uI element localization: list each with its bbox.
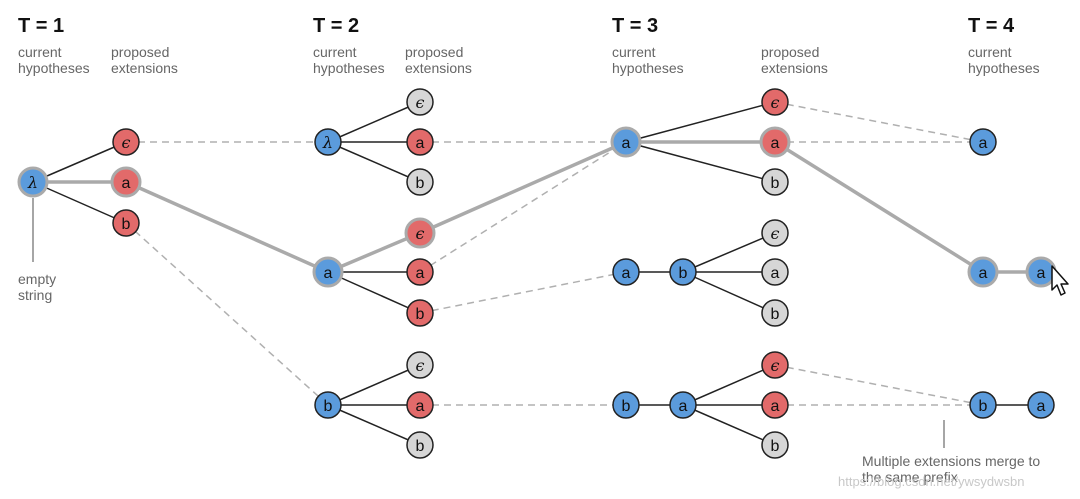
current-hypotheses-label-t1: current hypotheses: [18, 44, 90, 76]
node-symbol: ϵ: [122, 133, 131, 152]
node-t3-ext-epsilon: ϵ: [761, 219, 789, 247]
node-t1-ext-epsilon: ϵ: [112, 128, 140, 156]
node-t3-ext-b: b: [761, 168, 789, 196]
node-symbol: b: [771, 306, 780, 323]
proposed-extensions-label-t2: proposed extensions: [405, 44, 472, 76]
node-t4-hyp-a: a: [1025, 256, 1057, 288]
merge-edge: [774, 101, 984, 143]
step-title-t2: T = 2: [313, 15, 360, 37]
tree-edges: [32, 101, 1041, 446]
node-symbol: b: [416, 175, 425, 192]
node-t3-ext-a: a: [759, 126, 791, 158]
node-t3-ext-b: b: [761, 431, 789, 459]
node-t4-hyp-a: a: [1027, 391, 1055, 419]
node-t3-ext-a: a: [761, 391, 789, 419]
node-t3-hyp-b: b: [612, 391, 640, 419]
node-t3-ext-epsilon: ϵ: [761, 88, 789, 116]
node-t3-ext-epsilon: ϵ: [761, 351, 789, 379]
node-symbol: ϵ: [771, 224, 780, 243]
node-t3-ext-b: b: [761, 299, 789, 327]
node-symbol: a: [771, 398, 780, 415]
node-t3-hyp-a: a: [612, 258, 640, 286]
node-symbol: a: [416, 398, 425, 415]
node-t1-lambda: λ: [17, 166, 49, 198]
node-symbol: b: [324, 398, 333, 415]
merge-edge: [419, 141, 627, 273]
node-symbol: a: [416, 135, 425, 152]
node-t3-hyp-b: b: [669, 258, 697, 286]
node-t3-hyp-a: a: [610, 126, 642, 158]
node-t3-ext-a: a: [761, 258, 789, 286]
node-t2-ext-b: b: [406, 299, 434, 327]
node-symbol: b: [979, 398, 988, 415]
node-t1-ext-b: b: [112, 209, 140, 237]
step-title-t3: T = 3: [612, 15, 659, 37]
node-symbol: ϵ: [771, 93, 780, 112]
node-t4-hyp-b: b: [969, 391, 997, 419]
node-symbol: a: [979, 135, 988, 152]
node-symbol: a: [324, 265, 333, 282]
node-t2-hyp-lambda: λ: [314, 128, 342, 156]
node-symbol: b: [416, 306, 425, 323]
current-hypotheses-label-t4: current hypotheses: [968, 44, 1040, 76]
proposed-extensions-label-t3: proposed extensions: [761, 44, 828, 76]
node-symbol: a: [679, 398, 688, 415]
node-t2-ext-epsilon: ϵ: [404, 217, 436, 249]
node-t2-hyp-a: a: [312, 256, 344, 288]
merge-edge: [125, 222, 329, 406]
node-t1-ext-a: a: [110, 166, 142, 198]
current-hypotheses-label-t2: current hypotheses: [313, 44, 385, 76]
node-symbol: ϵ: [416, 356, 425, 375]
node-symbol: b: [622, 398, 631, 415]
node-symbol: a: [979, 265, 988, 282]
node-t2-ext-epsilon: ϵ: [406, 351, 434, 379]
node-symbol: ϵ: [416, 93, 425, 112]
dashed-merge-edges: [125, 101, 984, 406]
node-symbol: ϵ: [771, 356, 780, 375]
node-t2-ext-a: a: [406, 258, 434, 286]
node-symbol: λ: [27, 173, 38, 192]
node-symbol: a: [622, 135, 631, 152]
node-t2-ext-a: a: [406, 391, 434, 419]
merge-edge: [419, 271, 627, 314]
merge-note: Multiple extensions merge to the same pr…: [862, 453, 1041, 485]
best-path: [31, 140, 1043, 274]
node-symbol: a: [1037, 398, 1046, 415]
proposed-extensions-label-t1: proposed extensions: [111, 44, 178, 76]
node-symbol: a: [771, 135, 780, 152]
node-t2-ext-a: a: [406, 128, 434, 156]
step-title-t1: T = 1: [18, 15, 65, 37]
node-symbol: a: [416, 265, 425, 282]
node-t2-hyp-b: b: [314, 391, 342, 419]
node-symbol: a: [771, 265, 780, 282]
node-symbol: a: [122, 175, 131, 192]
node-t2-ext-epsilon: ϵ: [406, 88, 434, 116]
node-symbol: b: [771, 438, 780, 455]
node-t2-ext-b: b: [406, 431, 434, 459]
node-symbol: ϵ: [416, 224, 425, 243]
node-symbol: a: [1037, 265, 1046, 282]
step-title-t4: T = 4: [968, 15, 1015, 37]
node-t2-ext-b: b: [406, 168, 434, 196]
node-symbol: b: [679, 265, 688, 282]
node-t4-hyp-a: a: [967, 256, 999, 288]
mouse-cursor-icon: [1051, 265, 1069, 296]
node-symbol: b: [771, 175, 780, 192]
node-symbol: b: [416, 438, 425, 455]
node-t3-hyp-a: a: [669, 391, 697, 419]
watermark: https://blog.csdn.net/ywsydwsbn: [838, 474, 1025, 489]
node-t4-hyp-a: a: [969, 128, 997, 156]
current-hypotheses-label-t3: current hypotheses: [612, 44, 684, 76]
node-symbol: b: [122, 216, 131, 233]
node-symbol: a: [622, 265, 631, 282]
node-symbol: λ: [322, 133, 333, 152]
empty-string-note: empty string: [18, 271, 57, 303]
merge-edge: [774, 364, 984, 406]
